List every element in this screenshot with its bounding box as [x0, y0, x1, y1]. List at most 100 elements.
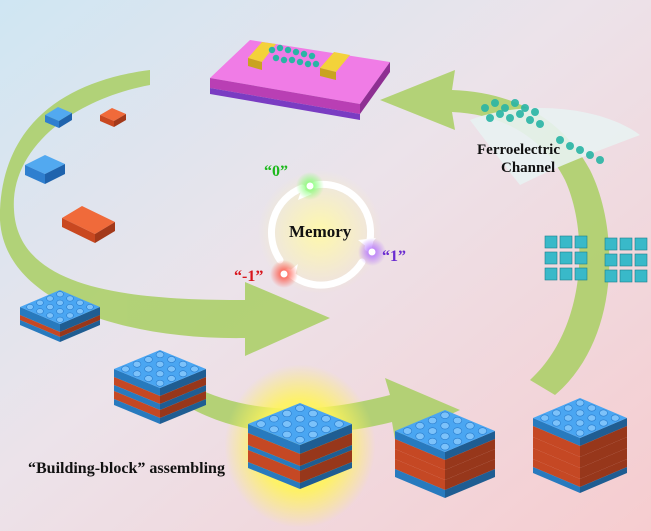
stack-stud: [132, 360, 142, 368]
stack-layer-right: [300, 445, 352, 471]
brick-blue-2: [25, 155, 65, 184]
stack-layer-right: [445, 449, 495, 480]
stack-top-face: [533, 398, 627, 438]
brick-small-orange-1: [100, 108, 126, 127]
stack-stud: [144, 356, 153, 363]
lattice-structure: [544, 235, 648, 283]
stack-stud: [66, 295, 74, 302]
stack-stud: [282, 420, 292, 428]
stack-layer-right: [445, 459, 495, 490]
brick-orange-2: [62, 206, 115, 243]
stack-layer-left: [533, 459, 580, 487]
stack-layer-right: [300, 433, 352, 466]
transistor-device: [210, 40, 390, 120]
stack-stud: [167, 375, 176, 382]
stack-stud: [155, 351, 165, 359]
stack-stud: [402, 427, 413, 435]
stack-layer-left: [20, 320, 60, 342]
stack-layer-left: [248, 462, 300, 489]
stack-stud: [178, 370, 188, 378]
stack-layer-left: [533, 437, 580, 468]
stack-layer-left: [248, 433, 300, 466]
stack-3-highlighted: [224, 364, 376, 528]
state-minus-one-label: “-1”: [234, 268, 264, 285]
stack-layer-right: [60, 315, 100, 337]
stack-stud: [415, 432, 425, 440]
stack-stud: [563, 414, 573, 422]
stack-stud: [440, 411, 450, 419]
stack-stud: [269, 425, 279, 433]
stack-stud: [36, 308, 44, 315]
stack-layer-right: [580, 418, 627, 446]
stack-layer-right: [445, 439, 495, 470]
state-one-label: “1”: [382, 248, 406, 265]
stack-layer-left: [114, 399, 160, 424]
stack-stud: [295, 436, 305, 444]
stack-stud: [599, 419, 608, 427]
stack-stud: [563, 424, 573, 432]
stack-stud: [36, 299, 44, 306]
stack-layer-left: [533, 418, 580, 446]
stack-layer-right: [580, 459, 627, 487]
stack-layer-right: [160, 377, 206, 404]
stack-stud: [427, 437, 438, 446]
stack-stud: [334, 420, 344, 428]
stack-layer-left: [533, 426, 580, 457]
stack-stud: [295, 425, 305, 433]
stack-stud: [575, 409, 585, 417]
stack-stud: [121, 365, 130, 373]
stack-stud: [178, 360, 188, 368]
stack-stud: [56, 299, 64, 306]
stack-stud: [86, 303, 94, 311]
stack-stud: [155, 379, 165, 387]
stack-stud: [66, 303, 74, 311]
stack-layer-right: [580, 437, 627, 468]
stack-stud: [575, 399, 585, 407]
stack-stud: [56, 308, 64, 315]
stack-stud: [599, 409, 608, 417]
stack-stud: [155, 360, 165, 368]
memory-label: Memory: [289, 222, 352, 241]
stack-stud: [452, 416, 463, 425]
stack-stud: [144, 365, 153, 373]
stack-stud: [282, 409, 292, 418]
stack-stud: [427, 427, 438, 435]
stack-stud: [415, 422, 425, 430]
stack-stud: [256, 420, 266, 428]
stack-layer-right: [580, 448, 627, 479]
stack-layer-right: [580, 467, 627, 493]
assembling-caption: “Building-block” assembling: [28, 460, 225, 477]
stack-stud: [452, 427, 463, 435]
state-zero-label: “0”: [264, 163, 288, 180]
stack-layer-right: [445, 431, 495, 460]
stack-layer-right: [300, 424, 352, 454]
stack-stud: [465, 422, 475, 430]
stack-stud: [56, 316, 64, 323]
stack-1: [20, 290, 100, 342]
stack-stud: [76, 308, 84, 315]
stack-stud: [587, 424, 597, 432]
stack-layer-left: [20, 315, 60, 337]
stack-stud: [144, 375, 153, 382]
ferroelectric-label-line2: Channel: [501, 160, 556, 176]
stack-stud: [440, 422, 450, 430]
stack-stud: [477, 427, 488, 435]
stack-top-face: [395, 410, 495, 452]
stack-stud: [552, 409, 561, 417]
stack-stud: [295, 415, 305, 423]
stack-2: [114, 350, 206, 424]
device-channel-lattice: [268, 44, 320, 68]
stack-stud: [540, 414, 550, 422]
stack-5: [533, 398, 627, 493]
stack-stud: [46, 312, 54, 319]
stack-layer-right: [580, 426, 627, 457]
drain-electrode: [320, 52, 350, 72]
stack-top-face: [114, 350, 206, 388]
stack-stud: [155, 370, 165, 378]
stack-stud: [587, 414, 597, 422]
stack-stud: [321, 415, 331, 423]
stack-top-face: [248, 403, 352, 445]
stack-layer-left: [114, 385, 160, 410]
stack-stud: [282, 430, 292, 439]
stack-stud: [167, 356, 176, 363]
